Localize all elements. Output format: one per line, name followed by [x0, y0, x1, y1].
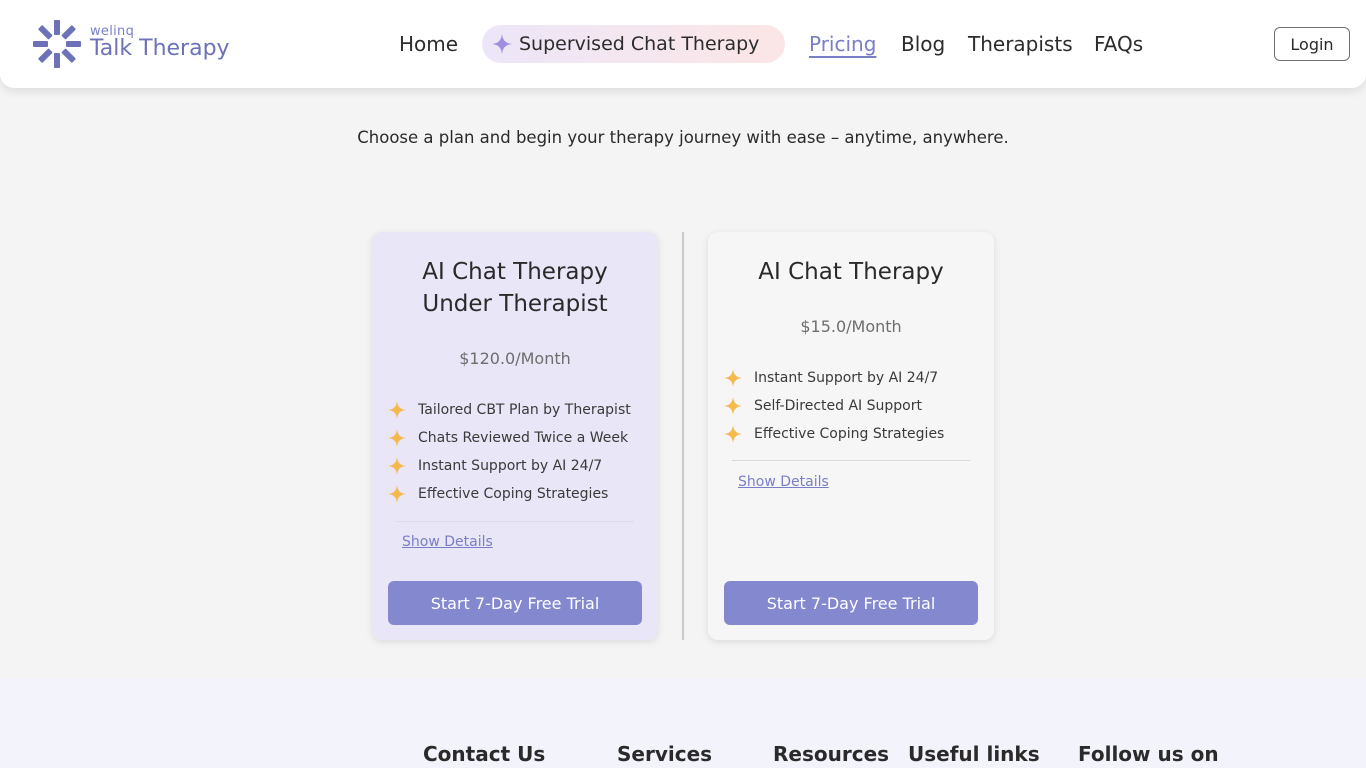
plan-title-line1: AI Chat Therapy	[422, 259, 608, 285]
star-icon	[388, 429, 406, 447]
footer-heading-follow: Follow us on	[1078, 742, 1219, 766]
plan-feature: Effective Coping Strategies	[388, 482, 631, 510]
nav-pricing[interactable]: Pricing	[809, 32, 877, 56]
nav-faqs[interactable]: FAQs	[1094, 32, 1144, 56]
card-divider	[396, 521, 634, 522]
plan-feature: Instant Support by AI 24/7	[724, 366, 944, 394]
plan-feature-text: Self-Directed AI Support	[754, 398, 922, 414]
plan-feature-list: Tailored CBT Plan by Therapist Chats Rev…	[388, 398, 631, 510]
nav-featured-label: Supervised Chat Therapy	[519, 33, 760, 55]
plan-feature-text: Chats Reviewed Twice a Week	[418, 430, 629, 446]
plan-feature: Effective Coping Strategies	[724, 422, 944, 450]
plan-card-supervised: AI Chat Therapy Under Therapist $120.0/M…	[372, 232, 658, 640]
star-icon	[388, 485, 406, 503]
plan-feature-text: Effective Coping Strategies	[754, 426, 945, 442]
show-details-link[interactable]: Show Details	[402, 534, 493, 550]
footer-heading-services: Services	[617, 742, 713, 766]
star-icon	[388, 457, 406, 475]
logo-brand-small: welinq	[90, 24, 135, 39]
logo-brand-name: Talk Therapy	[90, 36, 230, 61]
plan-feature-text: Instant Support by AI 24/7	[418, 458, 603, 474]
start-free-trial-button[interactable]: Start 7-Day Free Trial	[724, 581, 978, 625]
star-icon	[724, 425, 742, 443]
plan-title: AI Chat Therapy	[708, 256, 994, 288]
site-header: welinq Talk Therapy Home Supervised Chat…	[0, 0, 1366, 88]
plan-feature: Instant Support by AI 24/7	[388, 454, 631, 482]
plan-title-line1: AI Chat Therapy	[758, 259, 944, 285]
plan-card-ai: AI Chat Therapy $15.0/Month Instant Supp…	[708, 232, 994, 640]
plans-divider	[682, 232, 684, 640]
login-button[interactable]: Login	[1274, 27, 1350, 61]
plan-feature: Self-Directed AI Support	[724, 394, 944, 422]
plan-title-line2: Under Therapist	[422, 291, 608, 317]
star-icon	[388, 401, 406, 419]
nav-therapists[interactable]: Therapists	[968, 32, 1073, 56]
plan-title: AI Chat Therapy Under Therapist	[372, 256, 658, 320]
flower-logo-icon	[33, 20, 81, 68]
star-icon	[724, 397, 742, 415]
plan-feature: Chats Reviewed Twice a Week	[388, 426, 631, 454]
footer-heading-resources: Resources	[773, 742, 890, 766]
footer-heading-contact: Contact Us	[423, 742, 546, 766]
sparkle-icon	[492, 34, 512, 54]
nav-supervised-chat-therapy[interactable]: Supervised Chat Therapy	[482, 25, 785, 63]
card-divider	[732, 460, 970, 461]
site-logo[interactable]: welinq Talk Therapy	[32, 19, 232, 71]
plan-feature-text: Instant Support by AI 24/7	[754, 370, 939, 386]
plan-feature-list: Instant Support by AI 24/7 Self-Directed…	[724, 366, 944, 450]
plan-feature-text: Effective Coping Strategies	[418, 486, 609, 502]
show-details-link[interactable]: Show Details	[738, 474, 829, 490]
start-free-trial-button[interactable]: Start 7-Day Free Trial	[388, 581, 642, 625]
plan-price: $15.0/Month	[800, 317, 902, 336]
nav-home[interactable]: Home	[399, 32, 459, 56]
site-footer: Contact Us Services Resources Useful lin…	[0, 678, 1366, 768]
footer-heading-useful-links: Useful links	[908, 742, 1040, 766]
nav-blog[interactable]: Blog	[901, 32, 946, 56]
plan-price: $120.0/Month	[459, 349, 571, 368]
star-icon	[724, 369, 742, 387]
pricing-tagline: Choose a plan and begin your therapy jou…	[357, 128, 1009, 147]
plan-feature-text: Tailored CBT Plan by Therapist	[418, 402, 631, 418]
plan-feature: Tailored CBT Plan by Therapist	[388, 398, 631, 426]
